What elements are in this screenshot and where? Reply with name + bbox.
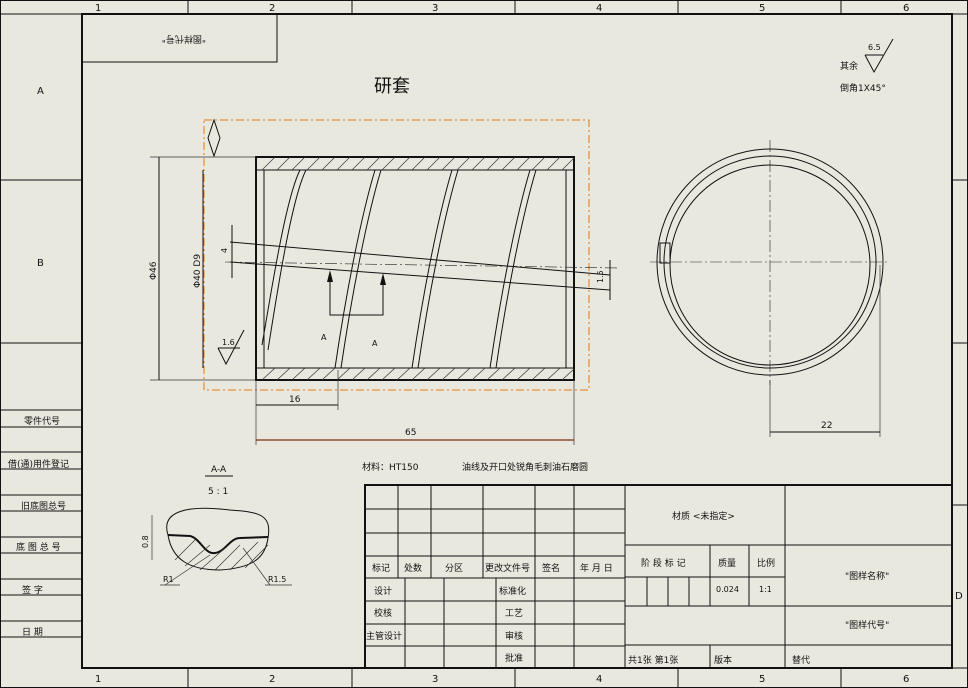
hatch-top	[261, 156, 575, 171]
section-line	[329, 272, 384, 316]
end-view: 22	[650, 140, 890, 437]
roughness-note: 其余 6.5 倒角1X45°	[840, 38, 894, 94]
zone-row-d: D	[955, 591, 963, 602]
version-label: 版本	[714, 654, 732, 666]
section-title: A-A	[211, 465, 227, 475]
slot	[229, 241, 611, 291]
dim-length: 65	[405, 428, 416, 438]
section-scale: 5 : 1	[208, 487, 228, 497]
hatch-bottom	[261, 367, 575, 381]
dim-pitch: 16	[289, 395, 301, 405]
roughness-label: 其余	[840, 60, 858, 72]
replace-label: 替代	[792, 654, 810, 666]
dim-slot-width: 4	[220, 248, 229, 253]
section-r1: R1	[163, 575, 174, 584]
section-r2: R1.5	[268, 575, 286, 584]
sign-process: 工艺	[505, 608, 523, 619]
dim-slot-right: 1.5	[596, 270, 605, 283]
left-label-sign: 签 字	[22, 584, 43, 596]
zone-row-b: B	[37, 258, 44, 269]
drawing-code: "图样代号"	[845, 619, 889, 631]
left-label-part-code: 零件代号	[24, 415, 60, 427]
spiral-grooves	[261, 169, 537, 369]
datum-symbol-icon	[207, 118, 221, 158]
scale-value: 1:1	[759, 585, 772, 594]
main-view: A A	[203, 118, 621, 391]
zone-col-3: 3	[432, 3, 438, 14]
mass-label: 质量	[718, 557, 736, 569]
sign-standardize: 标准化	[499, 585, 526, 597]
roughness-inner-value: 1.6	[222, 338, 235, 347]
left-label-old-base: 旧底图总号	[21, 500, 66, 512]
sign-check: 校核	[374, 607, 392, 619]
header-date: 年 月 日	[580, 562, 613, 574]
header-signature: 签名	[542, 562, 560, 574]
sign-approve: 批准	[505, 652, 523, 664]
dim-inner-dia: Φ40 D9	[193, 254, 203, 288]
section-mark-2: A	[372, 339, 378, 348]
drawing-name: "图样名称"	[845, 570, 889, 582]
stage-label: 阶 段 标 记	[641, 557, 686, 569]
header-count: 处数	[404, 562, 422, 574]
roughness-value: 6.5	[868, 43, 881, 52]
roughness-inner-icon	[217, 329, 245, 366]
zone-col-5-bottom: 5	[759, 674, 765, 685]
zone-col-4: 4	[596, 3, 602, 14]
sheet-count: 共1张 第1张	[628, 654, 678, 666]
zone-col-1-bottom: 1	[95, 674, 101, 685]
sign-design: 设计	[374, 585, 392, 597]
sign-chief-design: 主管设计	[366, 630, 402, 642]
left-label-base: 底 图 总 号	[16, 541, 61, 553]
zone-col-2-bottom: 2	[269, 674, 275, 685]
left-label-date: 日 期	[22, 627, 43, 638]
zone-labels: 1 2 3 4 5 6 1 2 3 4 5 6 A B D	[37, 3, 963, 685]
corner-box-text: "图样代号"	[162, 33, 206, 45]
section-depth: 0.8	[141, 535, 150, 548]
left-column: 零件代号 借(通)用件登记 旧底图总号 底 图 总 号 签 字 日 期	[0, 409, 82, 638]
process-note: 油线及开口处锐角毛刺油石磨圆	[462, 461, 588, 473]
section-mark-1: A	[321, 333, 327, 342]
zone-col-5: 5	[759, 3, 765, 14]
zone-col-2: 2	[269, 3, 275, 14]
sign-review: 审核	[505, 630, 523, 642]
dim-gap: 22	[821, 421, 832, 431]
header-change-doc: 更改文件号	[485, 562, 530, 574]
zone-col-6: 6	[903, 3, 909, 14]
dim-outer-dia: Φ46	[149, 261, 159, 280]
zone-col-4-bottom: 4	[596, 674, 602, 685]
chamfer-note: 倒角1X45°	[840, 82, 886, 94]
material-note: 材料：HT150	[362, 461, 419, 473]
header-zone: 分区	[445, 563, 463, 574]
zone-col-3-bottom: 3	[432, 674, 438, 685]
left-label-borrowed: 借(通)用件登记	[8, 458, 69, 470]
dimensions: Φ46 Φ40 D9 4 1.5 1.6 16 65	[149, 156, 611, 445]
roughness-symbol-icon	[864, 38, 894, 74]
header-mark: 标记	[372, 562, 390, 574]
mass-value: 0.024	[716, 585, 739, 594]
zone-col-1: 1	[95, 3, 101, 14]
corner-box	[81, 13, 278, 63]
part-title: 研套	[374, 76, 410, 97]
material-field: 材质 <未指定>	[672, 510, 735, 522]
scale-label: 比例	[757, 557, 775, 569]
zone-col-6-bottom: 6	[903, 674, 909, 685]
zone-row-a: A	[37, 86, 44, 97]
section-view: A-A 5 : 1 0.8 R1 R1.5	[141, 465, 292, 586]
title-block: 标记 处数 分区 更改文件号 签名 年 月 日 设计 标准化 校核 工艺 主管设…	[364, 484, 953, 669]
